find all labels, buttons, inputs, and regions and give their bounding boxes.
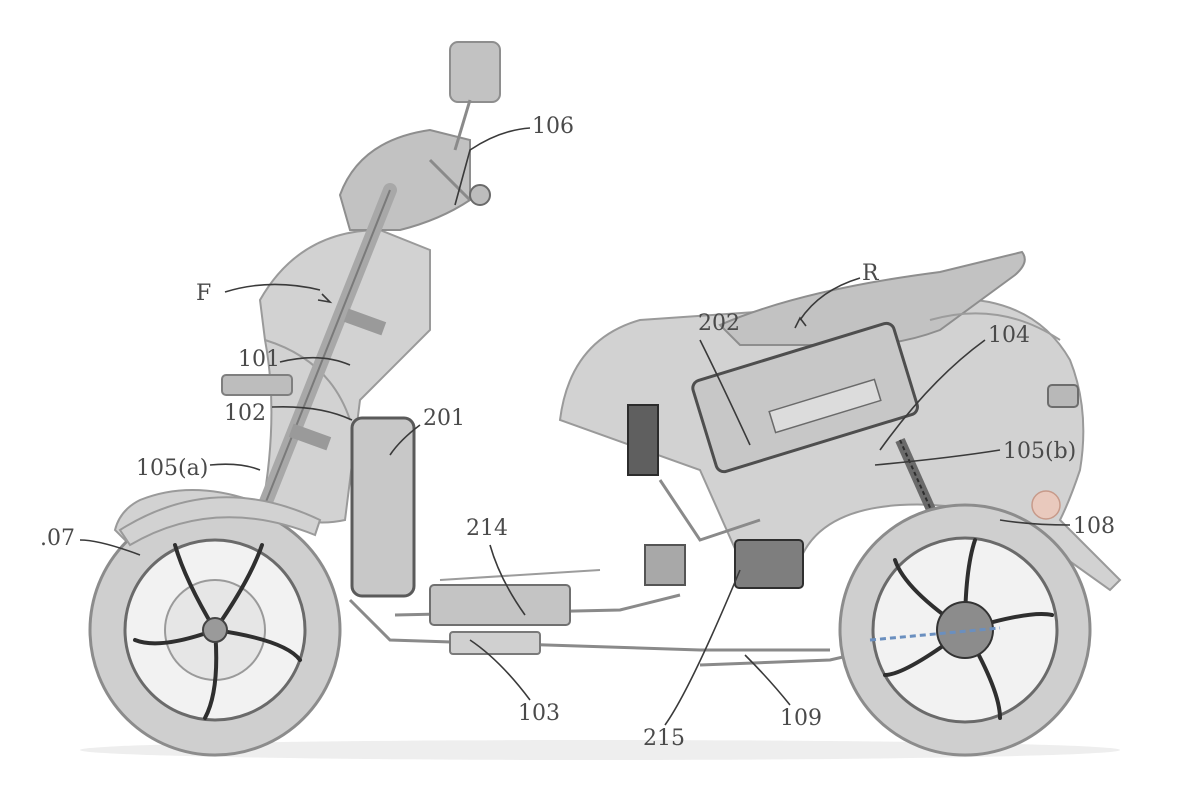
label-102: 102 <box>224 401 266 426</box>
frame-member-103 <box>449 631 541 655</box>
charger-unit <box>627 404 659 476</box>
label-106: 106 <box>532 114 574 139</box>
front-wheel <box>88 503 342 757</box>
label-109: 109 <box>780 706 822 731</box>
label-214: 214 <box>466 516 508 541</box>
chassis-frame <box>348 569 830 655</box>
label-104: 104 <box>988 323 1030 348</box>
label-101: 101 <box>238 347 280 372</box>
rear-reflector <box>1031 490 1061 520</box>
label-R: R <box>862 261 880 286</box>
rear-body-panel <box>558 250 1122 592</box>
headlamp-cowl <box>338 128 471 231</box>
label-105b: 105(b) <box>1003 439 1076 464</box>
reference-labels: 106 F R 202 104 101 102 201 105(b) 105(a… <box>40 114 1115 751</box>
front-indicator <box>221 374 293 396</box>
label-107: .07 <box>40 526 75 551</box>
label-202: 202 <box>698 311 740 336</box>
tail-light <box>1047 384 1079 408</box>
rear-wheel <box>838 503 1092 757</box>
ground-shadow <box>80 740 1120 760</box>
leader-lines <box>79 127 1071 726</box>
label-201: 201 <box>423 406 465 431</box>
controller-unit-215 <box>627 404 804 589</box>
label-103: 103 <box>518 701 560 726</box>
label-108: 108 <box>1073 514 1115 539</box>
label-F: F <box>196 281 211 306</box>
label-105a: 105(a) <box>136 456 208 481</box>
mirror <box>449 41 501 151</box>
front-body-panel <box>113 128 471 547</box>
rear-battery-202 <box>691 321 919 474</box>
front-battery-201 <box>350 416 416 598</box>
front-fender <box>118 496 322 547</box>
floor-battery-214 <box>429 584 571 626</box>
label-215: 215 <box>643 726 685 751</box>
